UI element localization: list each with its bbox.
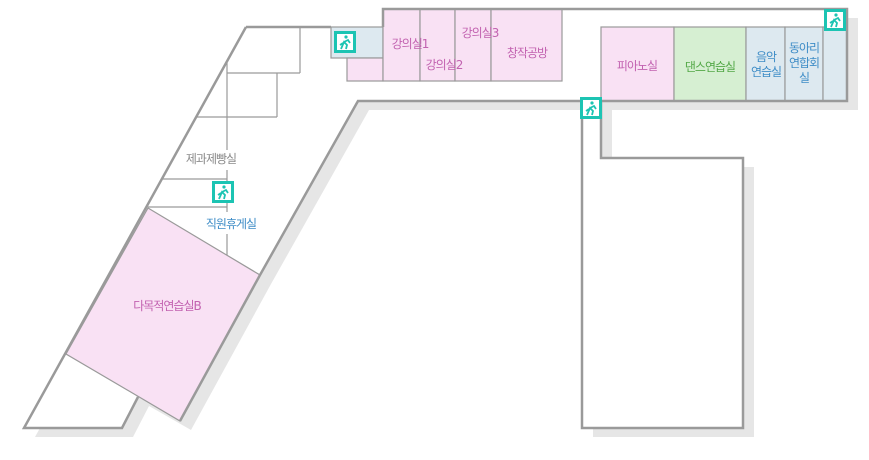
exit-area-right	[822, 26, 848, 102]
label-lecture3: 강의실3	[462, 26, 499, 40]
label-music-2: 연습실	[751, 65, 781, 79]
emergency-exit-icon	[824, 9, 846, 31]
outer-wall	[21, 7, 849, 430]
label-creative: 창작공방	[507, 46, 548, 60]
label-piano: 피아노실	[617, 59, 657, 73]
interior-walls	[148, 27, 301, 256]
emergency-exit-icon	[334, 31, 356, 53]
emergency-exit-icon	[580, 97, 602, 119]
room-music[interactable]	[745, 26, 786, 102]
label-staff: 직원휴게실	[206, 217, 256, 231]
emergency-exit-icon	[212, 181, 234, 203]
label-lecture2: 강의실2	[426, 58, 463, 72]
room-dance[interactable]	[673, 26, 747, 102]
room-strip	[346, 57, 384, 82]
label-music-1: 음악	[756, 50, 777, 64]
room-lecture3[interactable]	[454, 8, 492, 82]
label-dance: 댄스연습실	[685, 60, 735, 74]
label-bakery: 제과제빵실	[186, 152, 236, 166]
label-club-1: 동아리	[789, 41, 819, 55]
room-creative[interactable]	[490, 8, 563, 82]
label-club-3: 실	[799, 71, 809, 85]
room-lecture2[interactable]	[419, 8, 456, 82]
label-multipurpose-b: 다목적연습실B	[133, 299, 201, 313]
label-lecture1: 강의실1	[392, 37, 429, 51]
room-club[interactable]	[784, 26, 824, 102]
label-club-2: 연합회	[789, 56, 819, 70]
